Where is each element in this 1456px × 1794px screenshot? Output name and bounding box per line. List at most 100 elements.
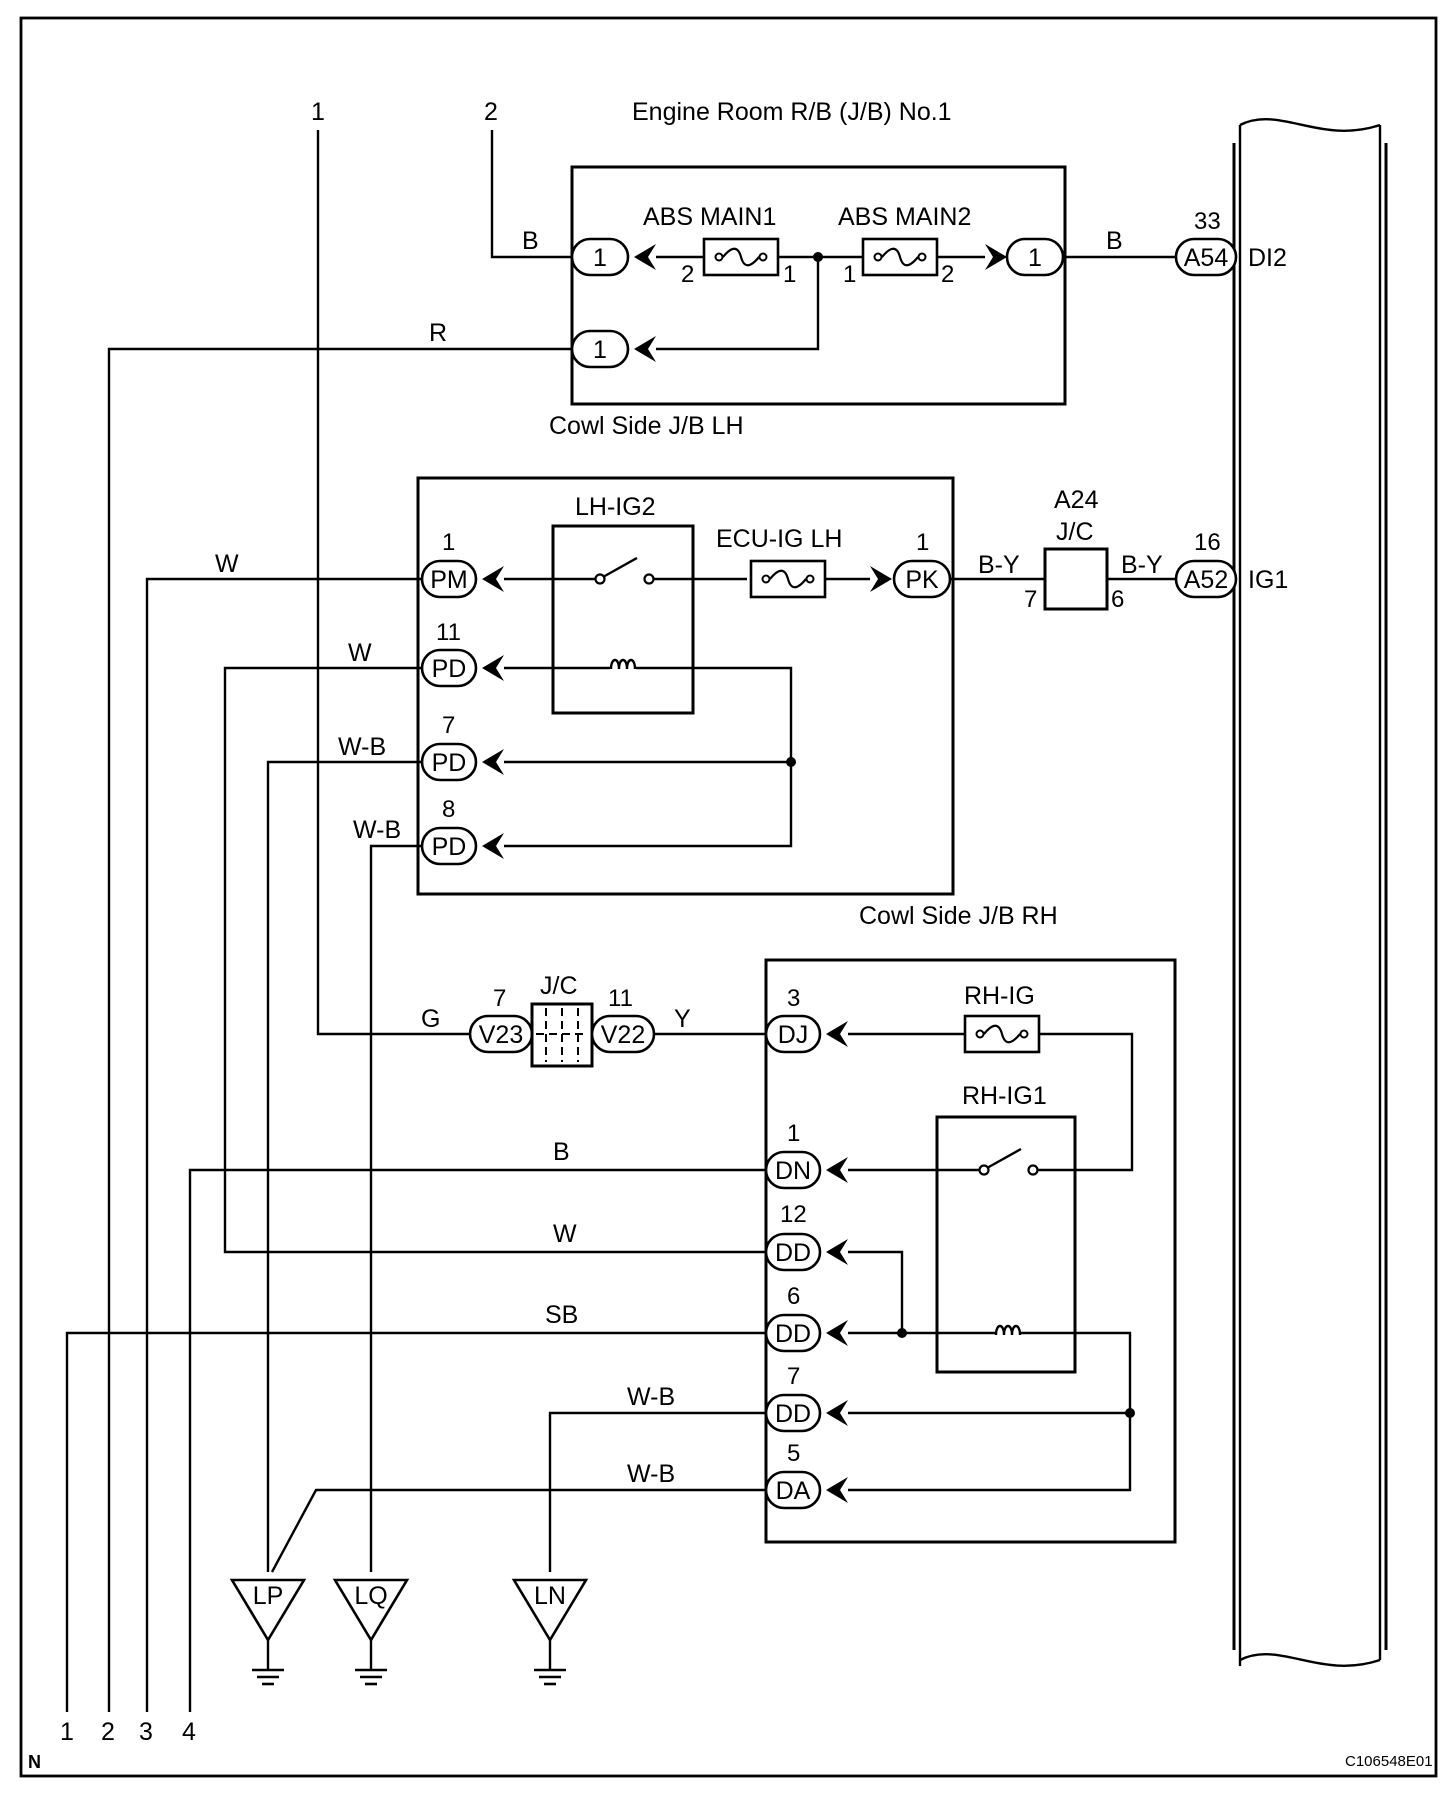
wire-ref2-b: [490, 130, 572, 259]
er-conn-out-label: 1: [1028, 244, 1042, 272]
jc-mid: [530, 1002, 594, 1068]
relay-rh-ig1-label: RH-IG1: [962, 1082, 1047, 1110]
page-frame: [19, 16, 1438, 1778]
conn-pd-7-label: PD: [432, 749, 467, 777]
conn-v22-label: V22: [601, 1021, 645, 1049]
abs-main1-pin-left: 2: [681, 261, 694, 288]
a54-pin: 33: [1194, 208, 1221, 235]
relay-lh-ig2-coil: [609, 658, 637, 671]
wire-ref1-sb: [65, 1331, 766, 1712]
conn-pd-8-label: PD: [432, 833, 467, 861]
conn-pd-7-pin: 7: [442, 712, 455, 739]
conn-pd-8: PD: [420, 826, 504, 866]
conn-v22-pin: 11: [608, 985, 633, 1012]
ecu-terminal-di2: DI2: [1248, 244, 1287, 272]
conn-dd-12-label: DD: [775, 1239, 811, 1267]
wire-sb-label: SB: [545, 1301, 578, 1329]
wire-y-label: Y: [674, 1005, 691, 1033]
wire-wb-dd7-label: W-B: [627, 1383, 675, 1411]
wire-ref2-r: [107, 347, 572, 1712]
engine-room-title: Engine Room R/B (J/B) No.1: [632, 98, 952, 126]
relay-rh-ig1: [935, 1115, 1077, 1374]
engine-room-rb-box: [570, 165, 1067, 406]
ecu-conn-a54: A54: [1174, 237, 1238, 277]
conn-da-5-pin: 5: [787, 1440, 800, 1467]
jc-a24: [1043, 547, 1109, 611]
conn-pd-11-label: PD: [432, 655, 467, 683]
wire-w-pd11: [223, 666, 766, 1254]
wire-r-label: R: [429, 319, 447, 347]
wire-by-left-label: B-Y: [978, 551, 1020, 579]
conn-dd-6: DD: [764, 1313, 848, 1353]
conn-v22: V22: [590, 1014, 656, 1054]
top-ref-2: 2: [484, 98, 498, 126]
conn-dd-7-label: DD: [775, 1400, 811, 1428]
top-ref-1: 1: [311, 98, 325, 126]
conn-pd-7: PD: [420, 742, 504, 782]
conn-v23-label: V23: [479, 1021, 523, 1049]
fuse-abs-main1: [702, 237, 780, 277]
fuse-abs-main2-label: ABS MAIN2: [838, 203, 971, 231]
bottom-ref-4: 4: [182, 1718, 196, 1746]
conn-dj-label: DJ: [778, 1021, 809, 1049]
relay-lh-ig2-label: LH-IG2: [575, 493, 656, 521]
relay-rh-ig1-coil: [994, 1324, 1022, 1337]
wire-ref4-b: [188, 1168, 766, 1712]
wire-ref3-w: [145, 577, 422, 1712]
conn-dj-pin: 3: [787, 985, 800, 1012]
er-conn-out: 1: [985, 237, 1065, 277]
er-conn-in-label: 1: [593, 244, 607, 272]
conn-dj: DJ: [764, 1014, 848, 1054]
wire-by-right-label: B-Y: [1121, 551, 1163, 579]
wire-w-dd12-label: W: [553, 1220, 577, 1248]
ground-lq: LQ: [332, 1578, 410, 1686]
relay-lh-ig2: [551, 524, 695, 715]
conn-v23-pin: 7: [493, 985, 506, 1012]
wire-wb-dd7: [548, 1411, 766, 1572]
er-conn-r-label: 1: [593, 336, 607, 364]
a54-label: A54: [1184, 244, 1229, 272]
wire-b-in-label: B: [522, 227, 539, 255]
abs-main2-pin-right: 2: [941, 261, 954, 288]
conn-pk-label: PK: [905, 566, 939, 594]
conn-dn-pin: 1: [787, 1120, 800, 1147]
jc-a24-type: J/C: [1056, 518, 1094, 546]
ecu-bus: [1232, 118, 1388, 1667]
conn-pd-11-pin: 11: [436, 619, 461, 646]
wire-b-dn-label: B: [553, 1138, 570, 1166]
conn-dn: DN: [764, 1150, 848, 1190]
conn-da-5-label: DA: [776, 1477, 811, 1505]
bottom-ref-3: 3: [139, 1718, 153, 1746]
bottom-ref-2: 2: [101, 1718, 115, 1746]
ground-ln: LN: [511, 1578, 589, 1686]
wire-w-pd11-label: W: [348, 639, 372, 667]
conn-dd-12-pin: 12: [780, 1201, 807, 1228]
conn-pk-pin: 1: [916, 529, 929, 556]
wire-wb-pd7: [266, 760, 422, 1572]
fuse-abs-main2: [861, 237, 939, 277]
abs-main1-pin-right: 1: [783, 261, 796, 288]
conn-pd-11: PD: [420, 648, 504, 688]
wire-wb-pd8: [369, 844, 422, 1572]
wire-wb-da: [270, 1488, 766, 1573]
wire-w-pm-label: W: [215, 550, 239, 578]
fuse-ecu-ig-lh: [749, 559, 827, 599]
ground-lq-label: LQ: [354, 1582, 387, 1610]
fuse-ecu-ig-lh-label: ECU-IG LH: [716, 525, 842, 553]
conn-pm-pin: 1: [442, 529, 455, 556]
conn-dd-7-pin: 7: [787, 1363, 800, 1390]
ground-lp: LP: [229, 1578, 307, 1686]
figure-code: C106548E01: [1345, 1753, 1433, 1770]
er-conn-r: 1: [570, 329, 656, 369]
conn-v23: V23: [468, 1014, 534, 1054]
abs-main2-pin-left: 1: [843, 261, 856, 288]
ground-ln-label: LN: [534, 1582, 566, 1610]
wire-g-label: G: [421, 1005, 440, 1033]
cowl-rh-box-upper: [416, 476, 955, 896]
conn-dd-6-label: DD: [775, 1320, 811, 1348]
conn-pk: PK: [870, 559, 952, 599]
a52-label: A52: [1184, 566, 1228, 594]
jc-a24-name: A24: [1054, 486, 1099, 514]
conn-da-5: DA: [764, 1470, 848, 1510]
